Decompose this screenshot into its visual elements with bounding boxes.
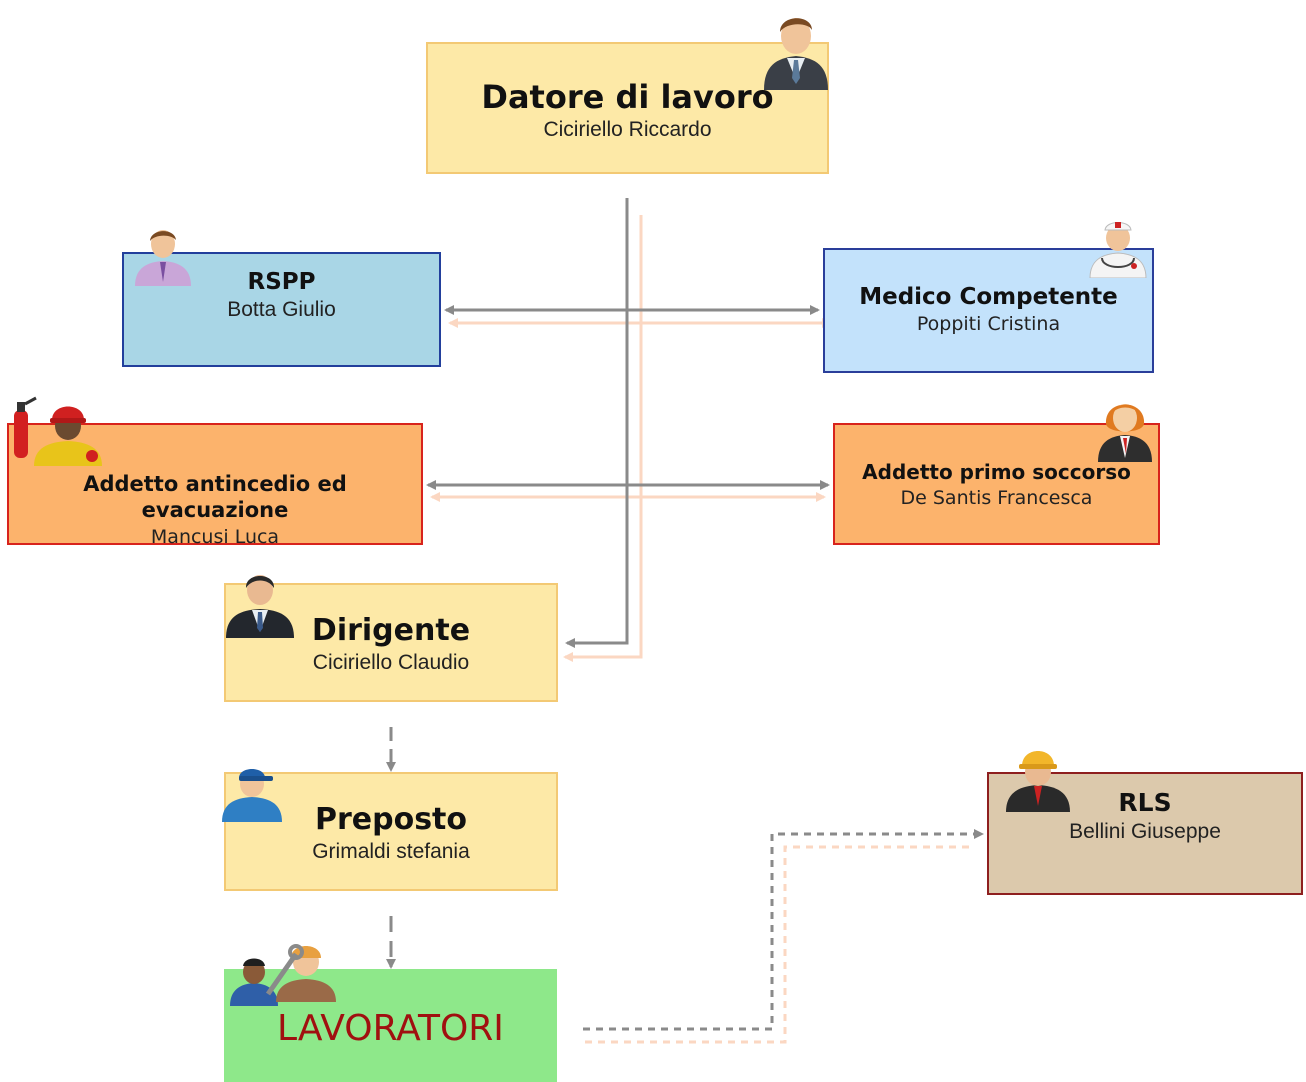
firefighter-with-extinguisher-icon: [14, 396, 102, 466]
node-dirigente: Dirigente Ciciriello Claudio: [224, 583, 558, 702]
node-title: RLS: [1118, 788, 1172, 817]
node-addetto-antincendio: Addetto antincedio ed evacuazione Mancus…: [7, 423, 423, 548]
businessman-icon: [764, 18, 828, 90]
manager-icon: [226, 575, 294, 638]
node-person-name: Ciciriello Claudio: [312, 651, 470, 674]
node-person-name: Poppiti Cristina: [916, 313, 1061, 335]
node-person-name: De Santis Francesca: [900, 487, 1093, 509]
connectors: [386, 198, 984, 1031]
node-title: RSPP: [247, 269, 316, 295]
worker-cap-icon: [222, 769, 282, 822]
node-preposto: Preposto Grimaldi stefania: [224, 772, 558, 891]
node-title: Medico Competente: [859, 284, 1118, 310]
node-title: Dirigente: [311, 613, 471, 648]
node-person-name: Ciciriello Riccardo: [543, 118, 712, 141]
nurse-icon: [1089, 222, 1147, 278]
node-person-name: Grimaldi stefania: [312, 840, 470, 863]
node-person-name: Mancusi Luca: [150, 526, 280, 548]
office-worker-icon: [135, 230, 191, 286]
node-person-name: Bellini Giuseppe: [1069, 820, 1221, 843]
female-worker-icon: [1098, 404, 1152, 462]
node-title: Addetto antincedio ed evacuazione: [83, 472, 347, 522]
node-title: Addetto primo soccorso: [862, 460, 1131, 484]
node-lavoratori: LAVORATORI: [224, 969, 557, 1082]
node-datore-di-lavoro: Datore di lavoro Ciciriello Riccardo: [426, 42, 829, 174]
node-person-name: Botta Giulio: [227, 298, 336, 321]
node-title: LAVORATORI: [277, 1008, 504, 1049]
workers-with-tools-icon: [230, 944, 336, 1006]
node-title: Datore di lavoro: [481, 78, 774, 116]
connector-datore-dirigente: [565, 198, 629, 648]
node-title: Preposto: [314, 802, 468, 837]
connector-shadows: [430, 215, 975, 1044]
connector-lavoratori-rls: [583, 829, 984, 1031]
hardhat-worker-icon: [1006, 751, 1070, 812]
